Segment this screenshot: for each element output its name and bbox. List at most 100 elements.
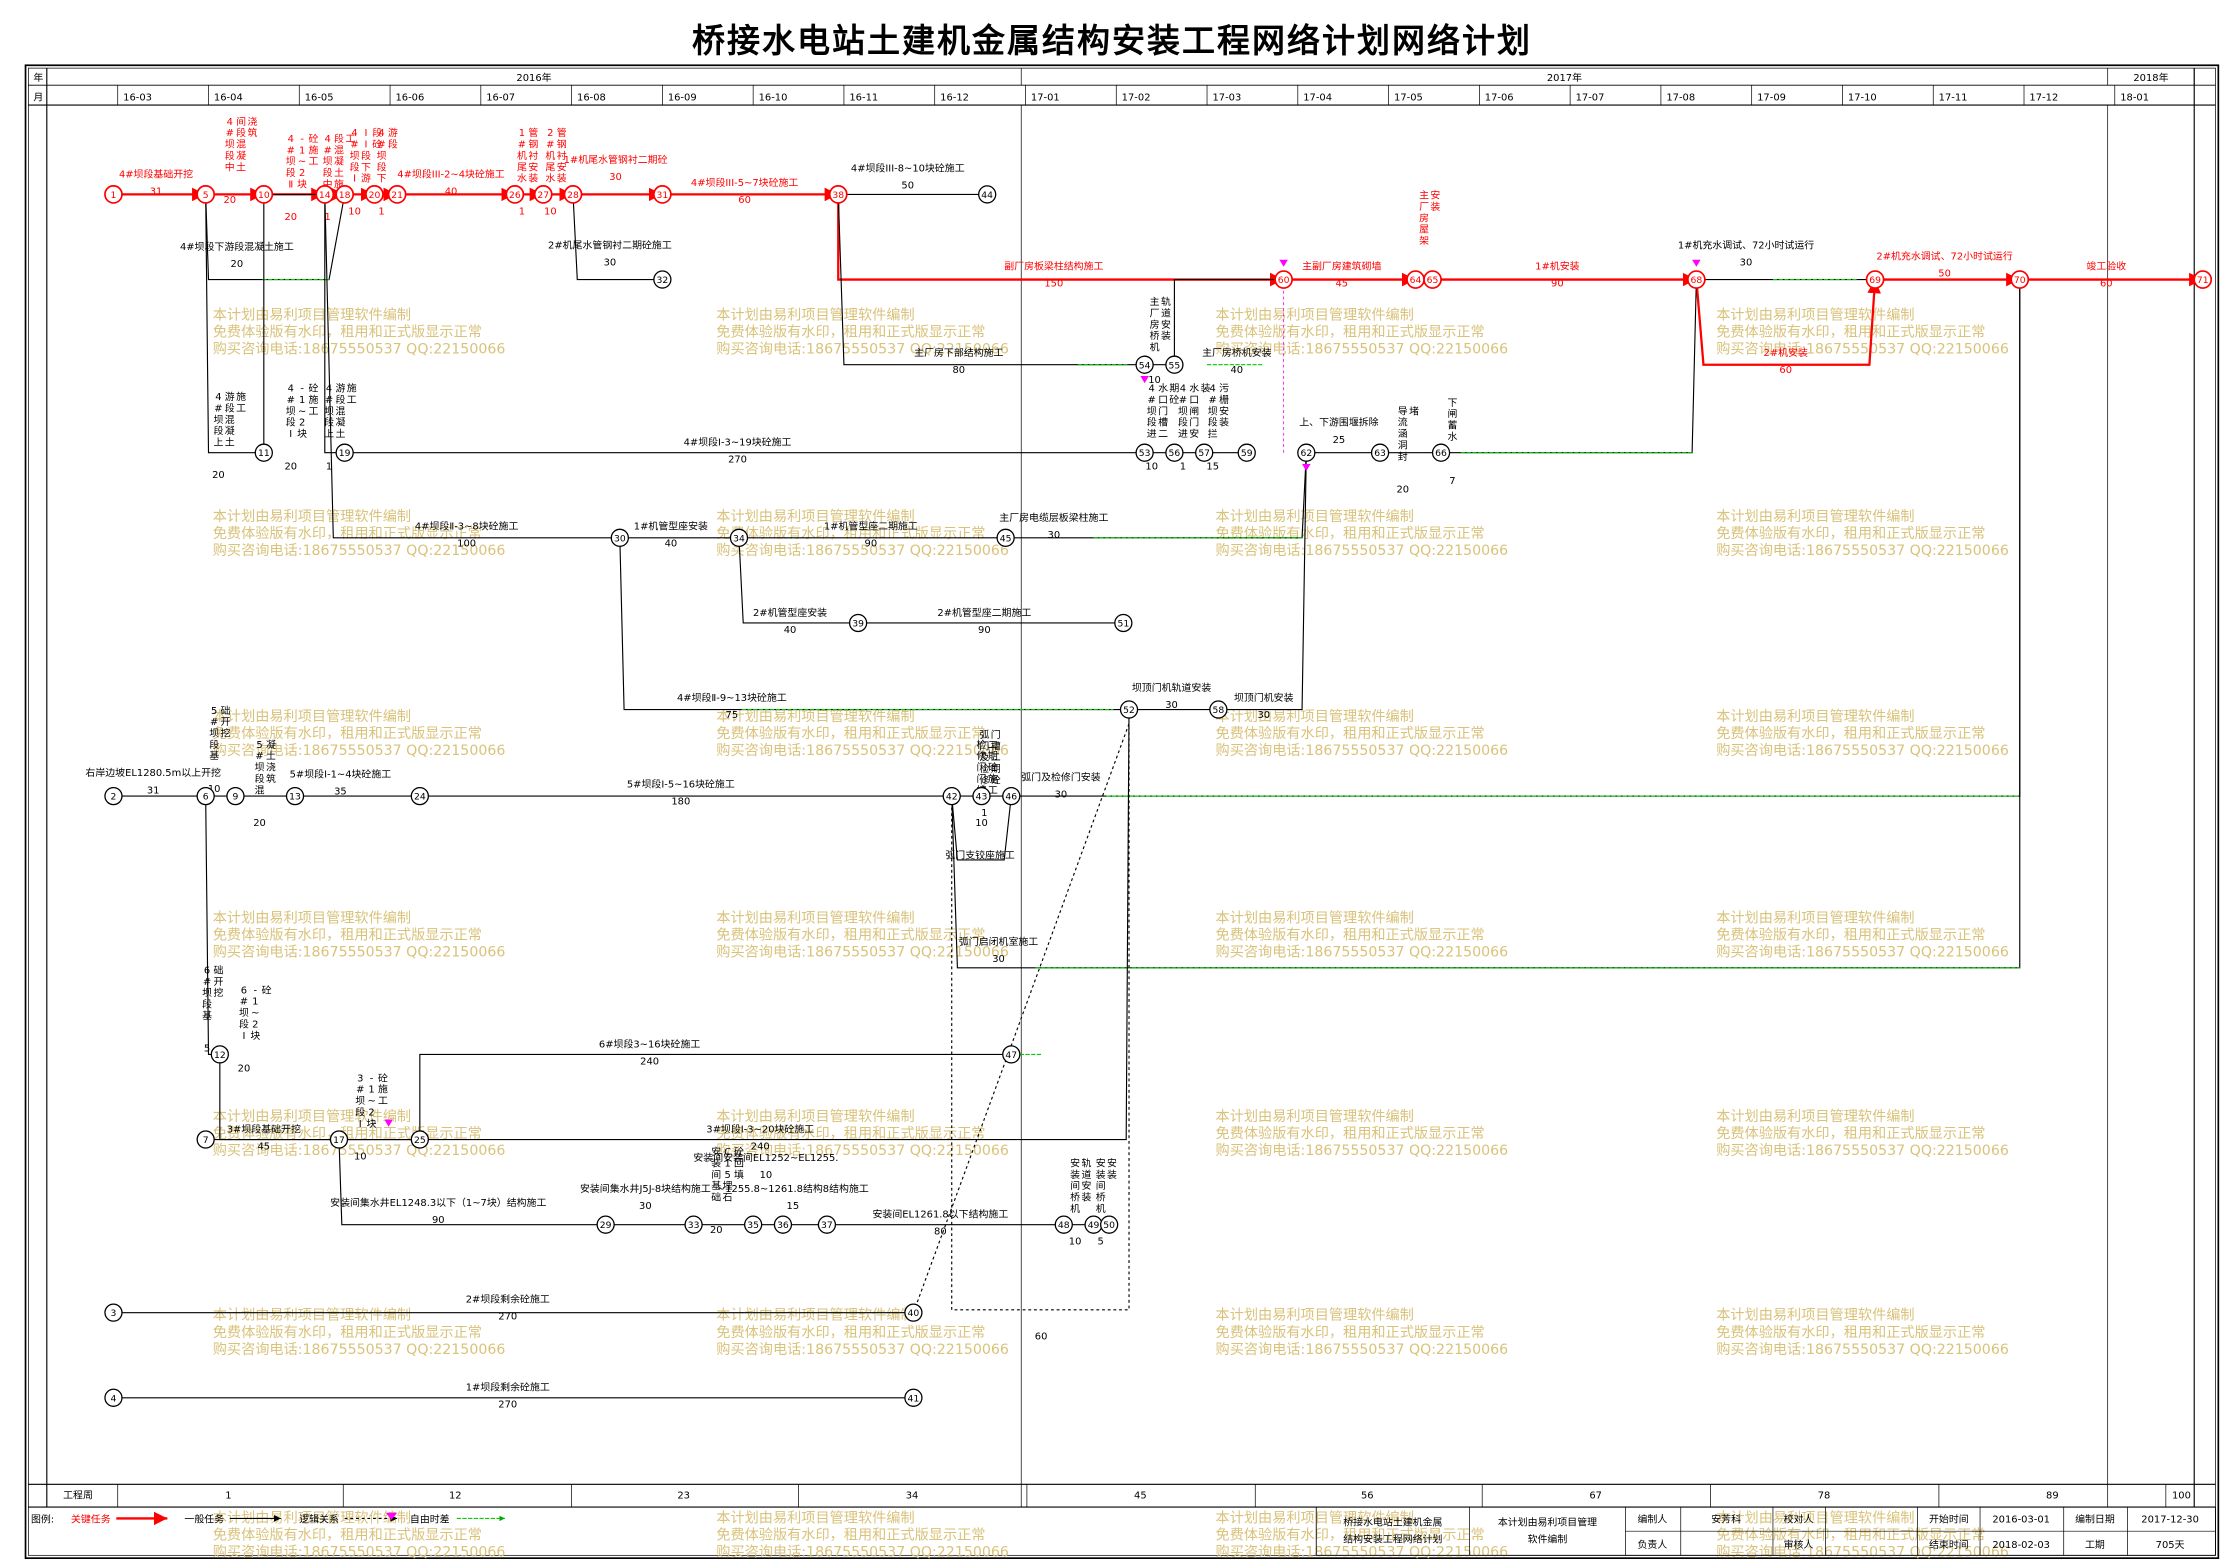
task-duration: 1 xyxy=(519,206,525,217)
svg-text:房: 房 xyxy=(1419,211,1429,224)
month-label: 16-05 xyxy=(305,93,334,104)
svg-text:2: 2 xyxy=(368,1107,374,1118)
task-duration: 20 xyxy=(1396,484,1409,495)
svg-text:安: 安 xyxy=(1430,189,1440,202)
task-duration: 31 xyxy=(147,785,160,796)
watermark-text: 本计划由易利项目管理软件编制 xyxy=(716,709,914,725)
svg-text:钢: 钢 xyxy=(557,138,567,151)
task-duration: 10 xyxy=(760,1170,773,1181)
svg-text:尾: 尾 xyxy=(545,161,555,173)
svg-text:房: 房 xyxy=(1150,318,1160,331)
svg-text:1: 1 xyxy=(724,1158,730,1169)
watermark-text: 购买咨询电话:18675550537 QQ:22150066 xyxy=(213,1545,506,1561)
svg-text:进: 进 xyxy=(1147,428,1157,440)
svg-text:水: 水 xyxy=(517,173,527,185)
svg-text:2: 2 xyxy=(299,418,305,429)
svg-text:坝: 坝 xyxy=(377,150,387,162)
month-label: 17-12 xyxy=(2029,93,2058,104)
svg-text:砼: 砼 xyxy=(991,773,1001,786)
node-number: 69 xyxy=(1869,275,1881,286)
watermark-text: 免费体验版有水印，租用和正式版显示正常 xyxy=(1216,1126,1485,1142)
node-number: 4 xyxy=(111,1393,117,1404)
svg-text:衬: 衬 xyxy=(528,149,538,162)
svg-text:#: # xyxy=(325,395,333,406)
event-node: 66 xyxy=(1431,443,1451,462)
svg-text:凝: 凝 xyxy=(266,739,276,751)
node-number: 27 xyxy=(537,190,549,201)
watermark-text: 免费体验版有水印，租用和正式版显示正常 xyxy=(1716,726,1985,742)
node-number: 12 xyxy=(214,1050,226,1061)
info-project-name: 结构安装工程网络计划 xyxy=(1343,1533,1442,1546)
task-name: 6#坝段基础开挖 xyxy=(202,964,223,1021)
task-duration: 20 xyxy=(284,462,297,473)
event-node: 70 xyxy=(2010,270,2030,289)
task-line xyxy=(951,796,1014,861)
event-node: 45 xyxy=(996,528,1015,547)
watermark-text: 免费体验版有水印，租用和正式版显示正常 xyxy=(1216,1325,1485,1341)
watermark-text: 购买咨询电话:18675550537 QQ:22150066 xyxy=(213,1342,506,1358)
node-number: 25 xyxy=(414,1135,426,1146)
svg-text:二: 二 xyxy=(988,740,998,751)
milestone-marker xyxy=(1140,376,1149,384)
node-number: 50 xyxy=(1103,1220,1115,1231)
task-name: 坝顶门机轨道安装 xyxy=(1132,681,1211,694)
svg-text:筑: 筑 xyxy=(248,126,258,139)
task-duration: 40 xyxy=(1230,365,1243,376)
svg-text:工: 工 xyxy=(308,157,318,168)
task-name: 4#坝段下游段 xyxy=(377,126,398,184)
node-number: 58 xyxy=(1213,705,1225,716)
svg-text:坝: 坝 xyxy=(202,987,212,999)
node-number: 70 xyxy=(2014,275,2026,286)
node-circle xyxy=(729,528,749,547)
event-node: 11 xyxy=(254,443,273,462)
svg-text:施: 施 xyxy=(988,772,998,785)
watermark-text: 免费体验版有水印，租用和正式版显示正常 xyxy=(716,324,985,340)
event-node: 36 xyxy=(773,1215,793,1234)
svg-text:4: 4 xyxy=(215,392,221,403)
watermark-text: 免费体验版有水印，租用和正式版显示正常 xyxy=(213,927,482,943)
month-label: 16-06 xyxy=(395,93,424,104)
svg-text:4: 4 xyxy=(378,128,384,139)
watermark-text: 本计划由易利项目管理软件编制 xyxy=(1216,709,1414,725)
svg-text:砼: 砼 xyxy=(988,761,998,774)
svg-text:间: 间 xyxy=(711,1168,721,1181)
watermark-text: 购买咨询电话:18675550537 QQ:22150066 xyxy=(213,543,506,559)
node-circle xyxy=(254,185,274,204)
year-row-label: 年 xyxy=(33,71,43,84)
event-node: 38 xyxy=(828,185,848,204)
svg-text:门: 门 xyxy=(1158,404,1168,417)
watermark-text: 本计划由易利项目管理软件编制 xyxy=(213,1308,411,1324)
node-circle xyxy=(335,185,355,204)
task-duration: 1 xyxy=(326,462,332,473)
node-circle xyxy=(1274,270,1293,289)
task-duration: 50 xyxy=(901,181,914,192)
svg-text:间: 间 xyxy=(1070,1179,1080,1192)
svg-text:#: # xyxy=(350,140,358,151)
node-circle xyxy=(744,1215,763,1234)
watermark-text: 免费体验版有水印，租用和正式版显示正常 xyxy=(1216,324,1485,340)
node-circle xyxy=(1100,1215,1119,1234)
node-number: 9 xyxy=(233,792,239,803)
event-node: 29 xyxy=(596,1215,615,1234)
node-circle xyxy=(196,1130,215,1149)
watermark-text: 购买咨询电话:18675550537 QQ:22150066 xyxy=(716,341,1009,357)
task-name: 2#机安装 xyxy=(1764,346,1808,359)
year-label: 2016年 xyxy=(516,71,551,84)
scale-tick-label: 78 xyxy=(1818,1491,1831,1502)
event-node: 26 xyxy=(505,185,525,204)
node-circle xyxy=(315,185,335,204)
svg-text:段: 段 xyxy=(1147,416,1157,429)
node-number: 2 xyxy=(111,792,117,803)
month-label: 17-07 xyxy=(1576,93,1605,104)
month-label: 16-07 xyxy=(486,93,515,104)
svg-text:厂: 厂 xyxy=(1419,202,1429,213)
task-name: 1#坝段剩余砼施工 xyxy=(466,1381,550,1394)
svg-text:衬: 衬 xyxy=(557,149,567,162)
